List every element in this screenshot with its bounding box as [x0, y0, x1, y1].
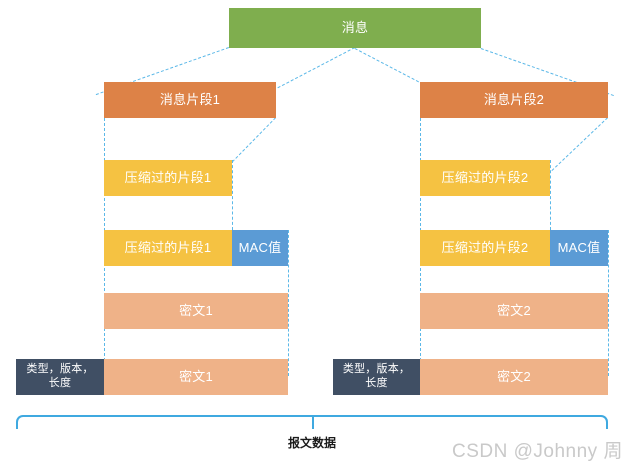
message-box: 消息 [229, 8, 481, 48]
message-fragment-1-box: 消息片段1 [104, 82, 276, 118]
compressed-fragment-2-with-mac-box: 压缩过的片段2 [420, 230, 550, 266]
mac-value-1-box: MAC值 [232, 230, 288, 266]
message-data-brace-tick [312, 415, 314, 429]
right-group-taper-guide [548, 117, 608, 175]
record-ciphertext-1-box: 密文1 [104, 359, 288, 395]
csdn-watermark: CSDN @Johnny 周 [452, 441, 623, 462]
mac-value-2-box: MAC值 [550, 230, 608, 266]
left-group-compressed-right-guide [232, 160, 233, 230]
left-group-taper-guide [232, 117, 276, 163]
connector-message-to-fragment1-inner [277, 47, 355, 89]
compressed-fragment-2-box: 压缩过的片段2 [420, 160, 550, 196]
compressed-fragment-1-with-mac-box: 压缩过的片段1 [104, 230, 232, 266]
message-fragment-2-box: 消息片段2 [420, 82, 608, 118]
left-group-right-guide [288, 230, 289, 376]
message-data-caption: 报文数据 [287, 436, 336, 450]
right-group-compressed-right-guide [550, 160, 551, 230]
record-ciphertext-2-box: 密文2 [420, 359, 608, 395]
record-header-1-box: 类型，版本， 长度 [16, 359, 104, 395]
ciphertext-2-box: 密文2 [420, 293, 608, 329]
record-header-2-box: 类型，版本， 长度 [333, 359, 420, 395]
ciphertext-1-box: 密文1 [104, 293, 288, 329]
compressed-fragment-1-box: 压缩过的片段1 [104, 160, 232, 196]
right-group-right-guide [608, 230, 609, 376]
